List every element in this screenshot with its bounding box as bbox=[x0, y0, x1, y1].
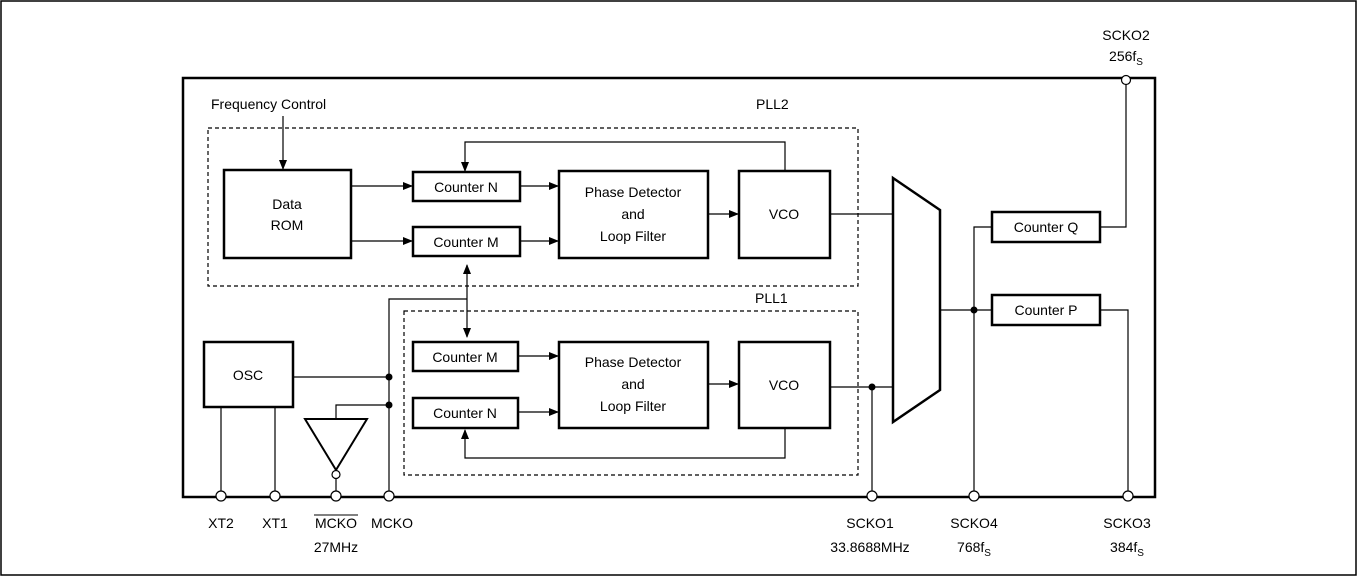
scko3-freq-label: 384fS bbox=[1110, 539, 1144, 559]
junction-dot bbox=[970, 306, 978, 314]
scko4-freq-label: 768fS bbox=[957, 539, 991, 559]
pll2-vco-label: VCO bbox=[769, 206, 799, 222]
pll2-vco-block bbox=[737, 169, 832, 260]
scko2-name-label: SCKO2 bbox=[1102, 27, 1150, 43]
counter-q-block bbox=[990, 210, 1102, 244]
pin-scko4 bbox=[968, 490, 980, 502]
pll1-label: PLL1 bbox=[755, 290, 788, 306]
pin-xt1 bbox=[269, 490, 281, 502]
pll1-pd-label-line2: and bbox=[621, 376, 644, 392]
pll1-phase-detector-block bbox=[557, 340, 710, 430]
scko4-name-label: SCKO4 bbox=[950, 515, 998, 531]
pll2-counter-m-block bbox=[411, 225, 522, 258]
pll1-vco-block bbox=[737, 340, 832, 430]
scko2-freq-label: 256fS bbox=[1109, 48, 1143, 68]
pll2-pd-label-line3: Loop Filter bbox=[600, 228, 666, 244]
chip-boundary bbox=[181, 76, 1157, 499]
xt1-label: XT1 bbox=[262, 515, 288, 531]
mcko-bar-freq-label: 27MHz bbox=[314, 539, 358, 555]
pll2-label: PLL2 bbox=[756, 96, 789, 112]
data-rom-block bbox=[222, 168, 353, 260]
pll1-pd-label-line3: Loop Filter bbox=[600, 398, 666, 414]
mcko-label: MCKO bbox=[371, 515, 413, 531]
junction-dot bbox=[385, 373, 393, 381]
pll2-counter-n-label: Counter N bbox=[434, 179, 498, 195]
pll1-counter-m-label: Counter M bbox=[432, 349, 497, 365]
frequency-control-label: Frequency Control bbox=[211, 96, 326, 112]
inverter-bubble bbox=[331, 469, 341, 480]
xt2-label: XT2 bbox=[208, 515, 234, 531]
junction-dot bbox=[385, 401, 393, 409]
pll1-vco-label: VCO bbox=[769, 377, 799, 393]
mcko-bar-label: MCKO bbox=[315, 515, 357, 531]
pll1-counter-m-block bbox=[411, 340, 520, 373]
wires bbox=[220, 84, 1129, 491]
pll1-region bbox=[403, 310, 859, 476]
pin-scko3 bbox=[1122, 490, 1134, 502]
mcko-inverting-buffer bbox=[303, 418, 369, 472]
data-rom-label-line1: Data bbox=[272, 196, 302, 212]
pll2-pd-label-line2: and bbox=[621, 206, 644, 222]
data-rom-label-line2: ROM bbox=[271, 217, 304, 233]
pin-scko2 bbox=[1120, 74, 1132, 86]
pin-xt2 bbox=[215, 490, 227, 502]
osc-label: OSC bbox=[233, 367, 263, 383]
pll1-pd-label-line1: Phase Detector bbox=[585, 354, 682, 370]
junction-dot bbox=[868, 383, 876, 391]
scko1-name-label: SCKO1 bbox=[846, 515, 894, 531]
pll2-pd-label-line1: Phase Detector bbox=[585, 184, 682, 200]
counter-p-block bbox=[990, 293, 1102, 327]
osc-block bbox=[202, 340, 295, 409]
pin-mcko bbox=[383, 490, 395, 502]
pll1-counter-n-block bbox=[411, 396, 520, 430]
pll2-phase-detector-block bbox=[557, 169, 710, 260]
clock-multiplexer bbox=[891, 175, 942, 425]
scko1-freq-label: 33.8688MHz bbox=[830, 539, 909, 555]
pin-scko1 bbox=[866, 490, 878, 502]
counter-q-label: Counter Q bbox=[1014, 219, 1079, 235]
pin-mcko-bar bbox=[330, 490, 342, 502]
pll2-counter-m-label: Counter M bbox=[433, 234, 498, 250]
pll2-region bbox=[207, 127, 859, 287]
pll2-counter-n-block bbox=[411, 170, 522, 203]
counter-p-label: Counter P bbox=[1014, 302, 1077, 318]
pll1-counter-n-label: Counter N bbox=[433, 405, 497, 421]
scko3-name-label: SCKO3 bbox=[1103, 515, 1151, 531]
